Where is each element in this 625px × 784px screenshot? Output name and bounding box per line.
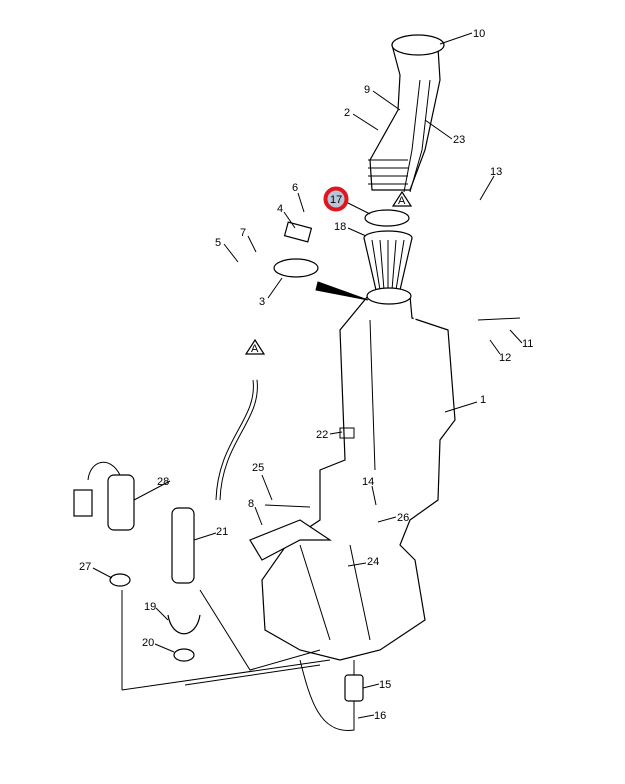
svg-text:A: A xyxy=(398,195,406,207)
callout-5[interactable]: 5 xyxy=(215,237,221,249)
callout-20[interactable]: 20 xyxy=(142,637,154,649)
filter-strainer xyxy=(363,230,413,291)
pump-28 xyxy=(73,462,135,531)
callout-17[interactable]: 17 xyxy=(330,194,342,206)
grommet-22 xyxy=(339,427,355,439)
grommet-27 xyxy=(109,573,131,587)
svg-text:A: A xyxy=(251,343,259,355)
callout-21[interactable]: 21 xyxy=(216,526,228,538)
hose-clamp xyxy=(273,258,319,278)
callout-1[interactable]: 1 xyxy=(480,394,486,406)
callout-11[interactable]: 11 xyxy=(522,338,533,350)
callout-9[interactable]: 9 xyxy=(364,84,370,96)
filler-cap xyxy=(391,34,445,56)
callout-25[interactable]: 25 xyxy=(252,462,264,474)
callout-8[interactable]: 8 xyxy=(248,498,254,510)
callout-18[interactable]: 18 xyxy=(334,221,346,233)
callout-7[interactable]: 7 xyxy=(240,227,246,239)
callout-23[interactable]: 23 xyxy=(453,134,465,146)
bracket-8 xyxy=(249,519,332,561)
callout-2[interactable]: 2 xyxy=(344,107,350,119)
callout-16[interactable]: 16 xyxy=(374,710,386,722)
seal-ring xyxy=(364,209,410,227)
filler-neck xyxy=(368,34,445,193)
callout-19[interactable]: 19 xyxy=(144,601,156,613)
callout-10[interactable]: 10 xyxy=(473,28,485,40)
reference-mark-a-left: A xyxy=(244,338,266,355)
callout-12[interactable]: 12 xyxy=(499,352,511,364)
highlight-callout-17[interactable] xyxy=(323,186,349,212)
callout-28[interactable]: 28 xyxy=(157,476,169,488)
pump-21 xyxy=(171,507,195,584)
reference-mark-a-top: A xyxy=(391,190,413,207)
grommet-20 xyxy=(173,648,195,662)
callout-14[interactable]: 14 xyxy=(362,476,374,488)
callout-24[interactable]: 24 xyxy=(367,556,379,568)
callout-4[interactable]: 4 xyxy=(277,203,283,215)
clip-19 xyxy=(167,614,201,635)
callout-15[interactable]: 15 xyxy=(379,679,391,691)
callout-26[interactable]: 26 xyxy=(397,512,409,524)
bracket xyxy=(283,221,313,243)
callout-27[interactable]: 27 xyxy=(79,561,91,573)
callout-6[interactable]: 6 xyxy=(292,182,298,194)
callout-3[interactable]: 3 xyxy=(259,296,265,308)
filter-15 xyxy=(344,674,364,702)
callout-13[interactable]: 13 xyxy=(490,166,502,178)
callout-22[interactable]: 22 xyxy=(316,429,328,441)
washer-reservoir xyxy=(261,287,456,661)
